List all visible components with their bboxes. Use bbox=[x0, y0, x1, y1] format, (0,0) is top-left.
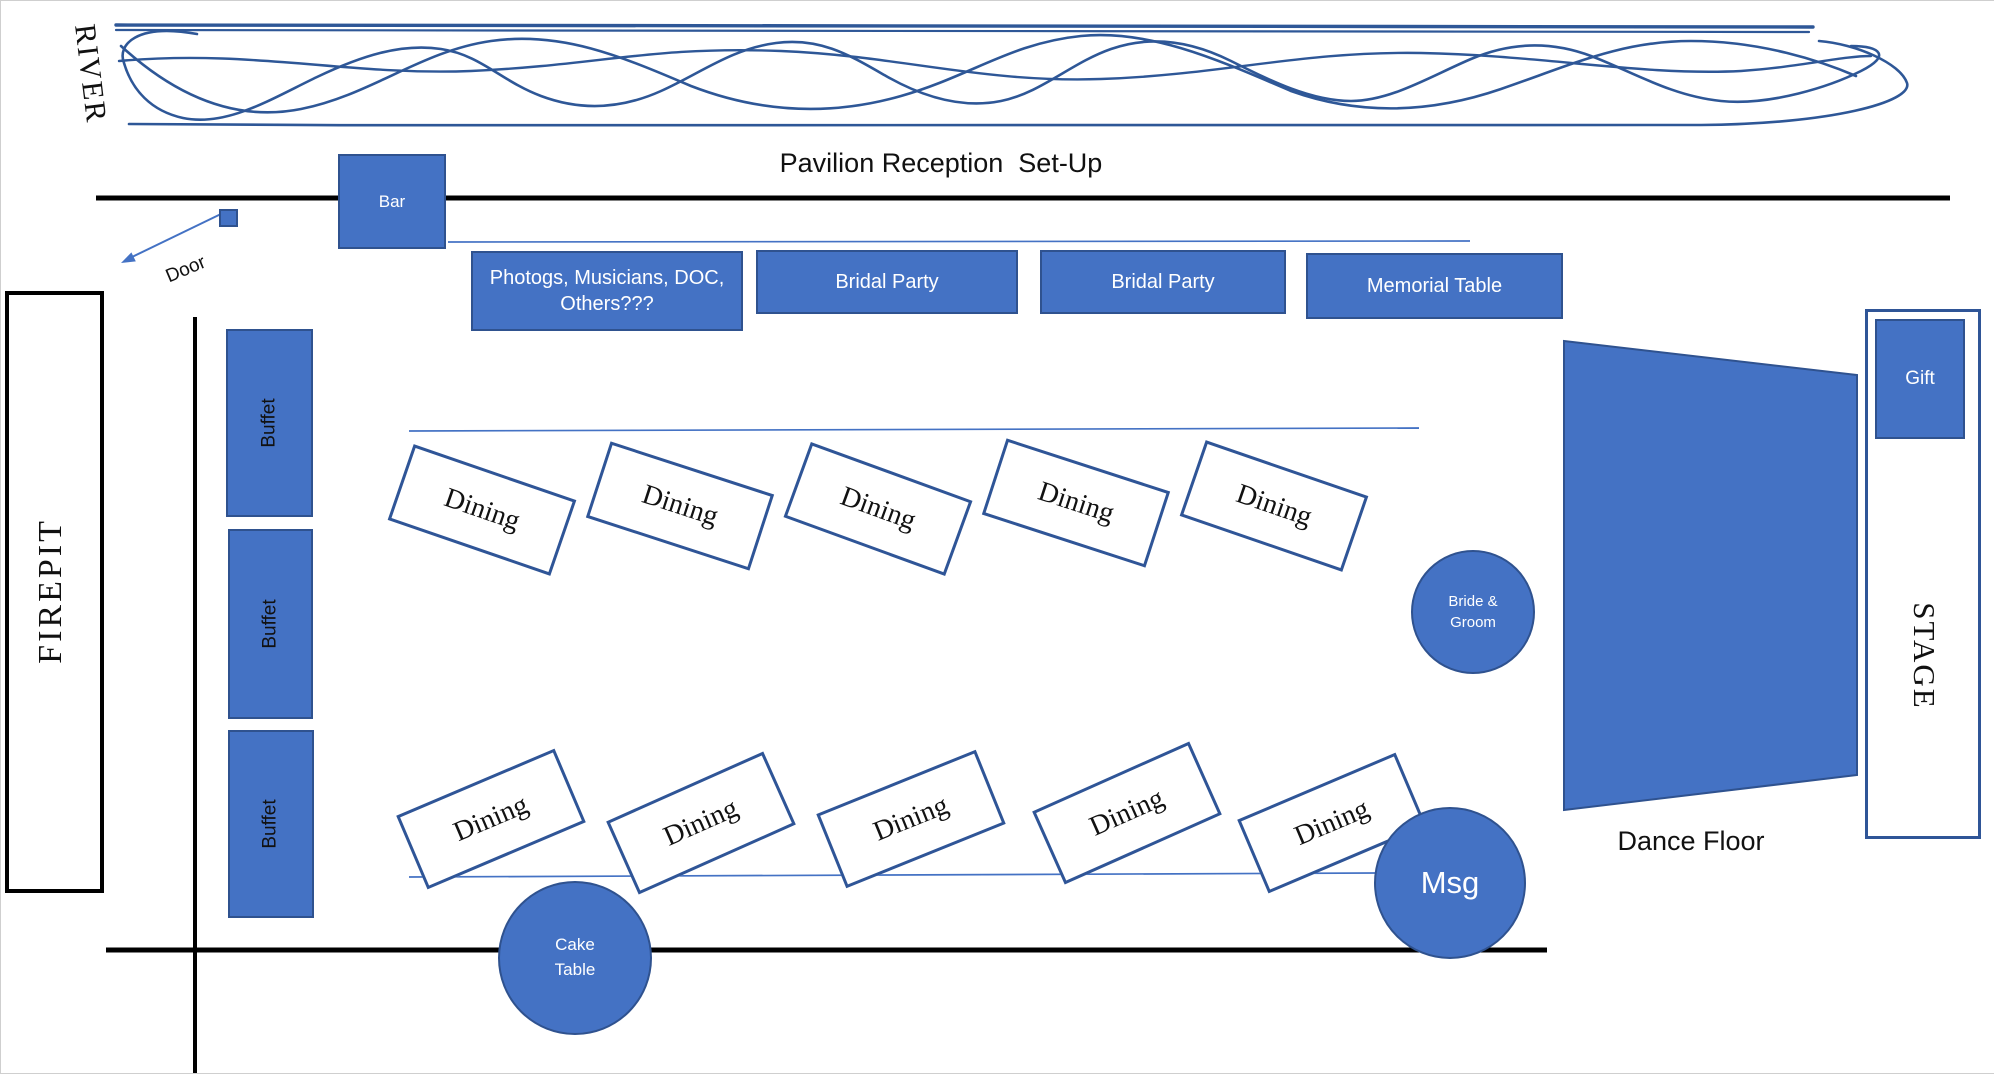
dining-table-bottom-4-label: Dining bbox=[1084, 782, 1169, 843]
head-table-bridal-party-2: Bridal Party bbox=[1040, 250, 1286, 314]
gift-table-label: Gift bbox=[1905, 368, 1935, 389]
buffet-table-2-label: Buffet bbox=[259, 599, 281, 649]
dining-table-top-2-label: Dining bbox=[638, 478, 722, 533]
cake-table: Cake Table bbox=[498, 881, 652, 1035]
buffet-table-1-label: Buffet bbox=[258, 398, 280, 448]
dining-table-bottom-2-label: Dining bbox=[658, 792, 743, 853]
head-table-bridal-party-1-label: Bridal Party bbox=[835, 270, 939, 293]
stage-label: STAGE bbox=[1907, 602, 1942, 710]
bride-groom-table: Bride & Groom bbox=[1411, 550, 1535, 674]
firepit-area bbox=[5, 291, 104, 893]
river-squiggles bbox=[114, 23, 1909, 128]
dance-floor-label: Dance Floor bbox=[1617, 826, 1765, 856]
buffet-table-3: Buffet bbox=[228, 730, 314, 918]
service-line bbox=[447, 240, 1471, 243]
buffet-table-3-label: Buffet bbox=[260, 799, 281, 849]
dining-table-bottom-5-label: Dining bbox=[1289, 793, 1374, 853]
head-table-bridal-party-2-label: Bridal Party bbox=[1111, 270, 1215, 293]
head-table-memorial: Memorial Table bbox=[1306, 253, 1563, 319]
dining-table-top-1-label: Dining bbox=[440, 482, 524, 537]
dining-table-top-4-label: Dining bbox=[1034, 475, 1118, 530]
gift-table: Gift bbox=[1875, 319, 1965, 439]
dining-table-top-5-label: Dining bbox=[1232, 478, 1316, 533]
head-table-vendors: Photogs, Musicians, DOC, Others??? bbox=[471, 251, 743, 331]
bride-groom-label: Bride & Groom bbox=[1448, 593, 1498, 631]
page-title: Pavilion Reception Set-Up bbox=[779, 148, 1103, 178]
buffet-table-2: Buffet bbox=[228, 529, 313, 719]
aisle-line-bottom bbox=[408, 872, 1377, 878]
head-table-memorial-label: Memorial Table bbox=[1366, 274, 1503, 297]
message-table-label: Msg bbox=[1420, 865, 1480, 900]
door-marker bbox=[219, 209, 238, 227]
dining-table-top-3-label: Dining bbox=[836, 480, 921, 537]
buffet-table-1: Buffet bbox=[226, 329, 313, 517]
bar-table: Bar bbox=[338, 154, 446, 249]
dance-floor bbox=[1563, 339, 1858, 812]
door-arrow-icon bbox=[121, 212, 224, 263]
message-table: Msg bbox=[1374, 807, 1526, 959]
firepit-label: FIREPIT bbox=[32, 518, 69, 664]
cake-table-label: Cake Table bbox=[554, 935, 596, 979]
aisle-line-top bbox=[408, 427, 1420, 432]
dining-table-bottom-1-label: Dining bbox=[448, 789, 533, 849]
head-table-bridal-party-1: Bridal Party bbox=[756, 250, 1018, 314]
bar-label: Bar bbox=[378, 191, 406, 211]
dining-table-bottom-3-label: Dining bbox=[868, 789, 953, 848]
head-table-vendors-label: Photogs, Musicians, DOC, Others??? bbox=[489, 267, 725, 315]
